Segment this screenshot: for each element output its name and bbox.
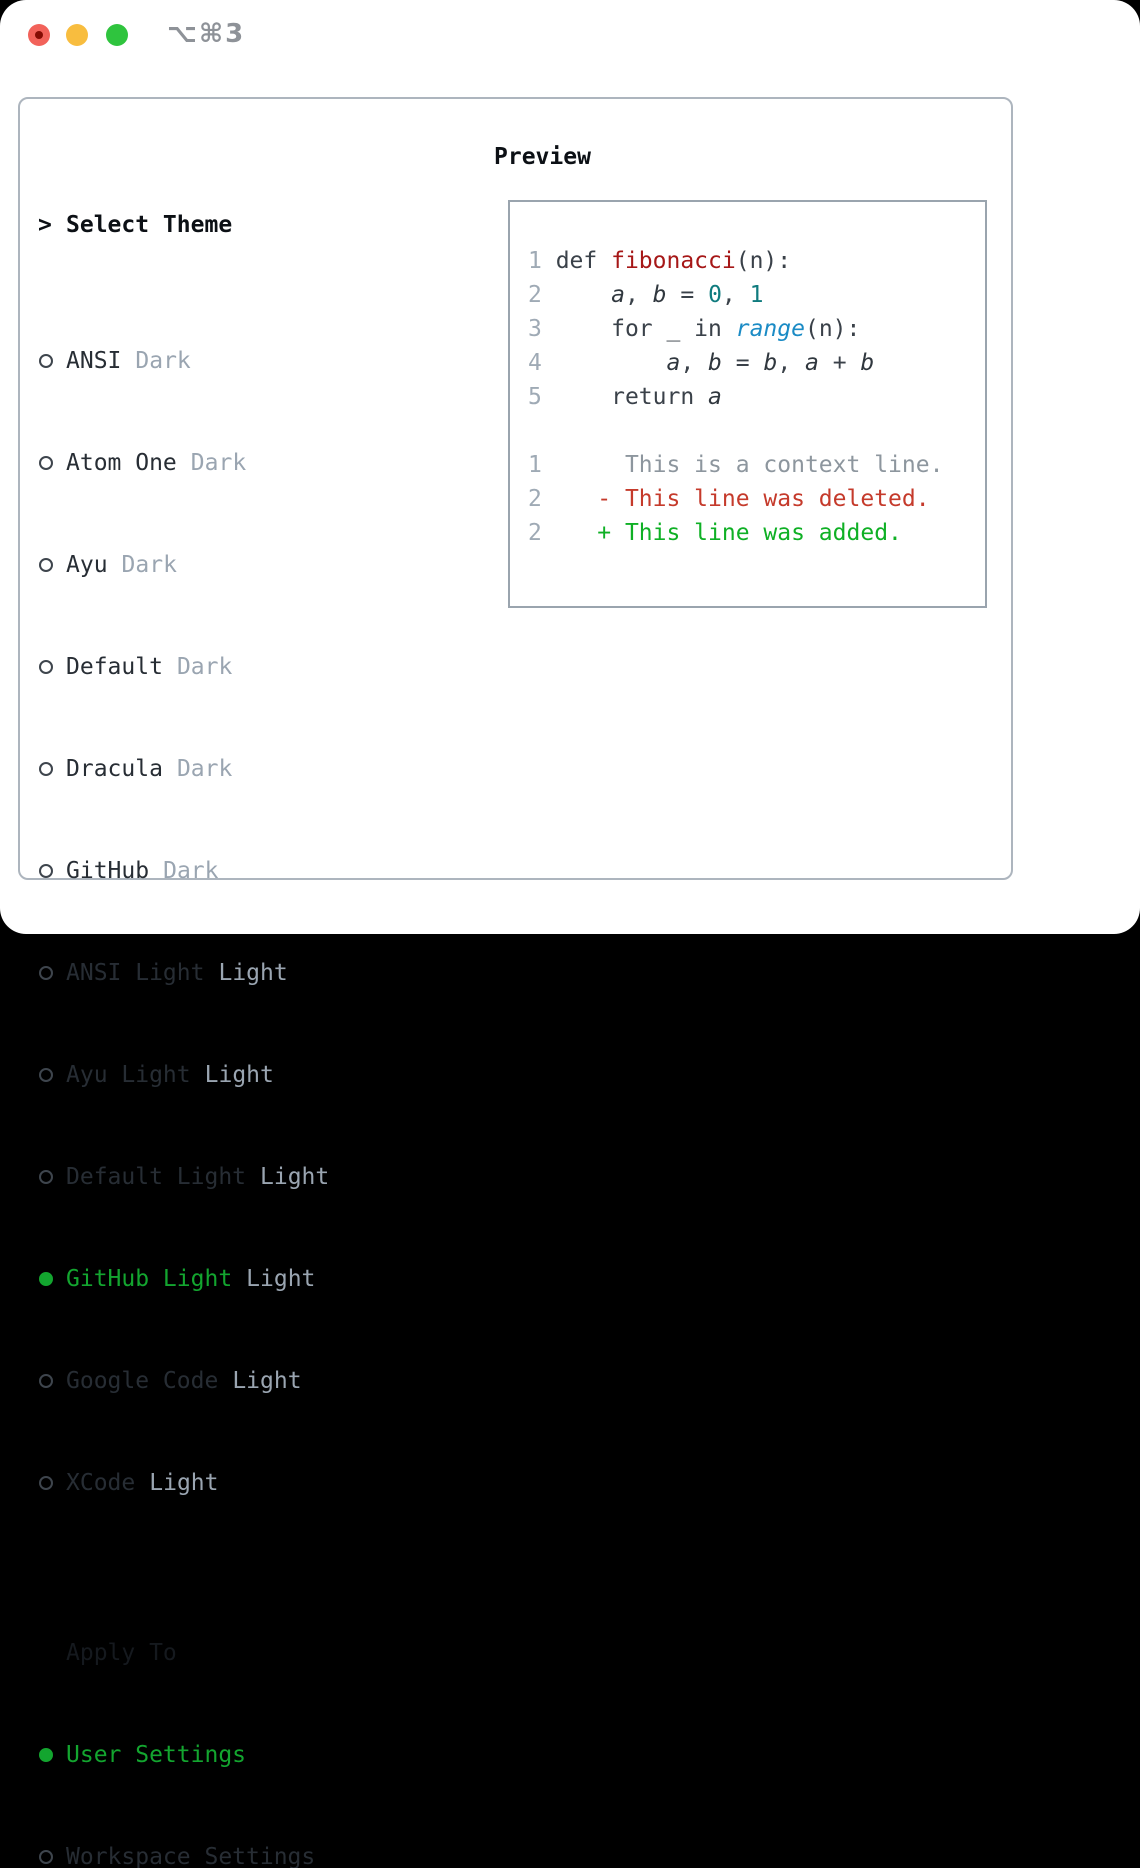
cursor-icon: > <box>38 212 52 238</box>
code-line: 1 This is a context line. <box>528 452 944 478</box>
theme-variant: Dark <box>190 450 247 476</box>
theme-variant: Light <box>260 1164 330 1190</box>
list-title: Select Theme <box>66 212 233 238</box>
radio-icon <box>39 1850 53 1864</box>
radio-icon <box>39 354 53 368</box>
code-line: 5 return a <box>528 384 722 410</box>
radio-icon <box>39 558 53 572</box>
theme-option-default-dark[interactable]: Default Dark <box>38 650 426 684</box>
radio-icon <box>39 864 53 878</box>
code-line: 1 def fibonacci(n): <box>528 248 792 274</box>
preview-title: Preview <box>494 144 591 170</box>
radio-icon <box>39 966 53 980</box>
minimize-button-icon[interactable] <box>66 24 88 46</box>
radio-icon <box>39 660 53 674</box>
theme-option-github-dark[interactable]: GitHub Dark <box>38 854 426 888</box>
radio-icon <box>39 1374 53 1388</box>
theme-option-ansi-light[interactable]: ANSI Light Light <box>38 956 426 990</box>
apply-option-workspace-settings[interactable]: Workspace Settings <box>38 1840 426 1868</box>
apply-option-user-settings[interactable]: User Settings <box>38 1738 426 1772</box>
apply-to-title: Apply To <box>66 1640 177 1666</box>
theme-variant: Dark <box>163 858 219 884</box>
window-shortcut-label: ⌥⌘3 <box>167 19 246 49</box>
code-line: 2 - This line was deleted. <box>528 486 930 512</box>
theme-option-ayu-light[interactable]: Ayu Light Light <box>38 1058 426 1092</box>
theme-option-dracula-dark[interactable]: Dracula Dark <box>38 752 426 786</box>
theme-option-github-light[interactable]: GitHub Light Light <box>38 1262 426 1296</box>
theme-variant: Light <box>246 1266 316 1292</box>
radio-icon <box>39 1068 53 1082</box>
theme-option-ayu-dark[interactable]: Ayu Dark <box>38 548 426 582</box>
theme-variant: Light <box>149 1470 219 1496</box>
close-button-icon[interactable] <box>28 24 50 46</box>
theme-variant: Dark <box>176 654 233 680</box>
radio-icon <box>39 1476 53 1490</box>
apply-to-header: Apply To <box>38 1636 426 1670</box>
radio-selected-icon <box>39 1272 53 1286</box>
theme-option-atom-one-dark[interactable]: Atom One Dark <box>38 446 426 480</box>
theme-variant: Dark <box>121 552 177 578</box>
preview-box <box>508 200 987 608</box>
code-preview: 1 def fibonacci(n): 2 a, b = 0, 1 3 for _ … <box>528 244 943 550</box>
theme-variant: Dark <box>176 756 233 782</box>
radio-selected-icon <box>39 1748 53 1762</box>
radio-icon <box>39 456 53 470</box>
theme-variant: Dark <box>135 348 191 374</box>
select-theme-header: > Select Theme <box>38 208 426 242</box>
theme-option-xcode[interactable]: XCode Light <box>38 1466 426 1500</box>
code-line <box>528 414 943 448</box>
code-line: 3 for _ in range(n): <box>528 316 861 342</box>
theme-option-default-light[interactable]: Default Light Light <box>38 1160 426 1194</box>
theme-variant: Light <box>232 1368 302 1394</box>
theme-option-ansi-dark[interactable]: ANSI Dark <box>38 344 426 378</box>
radio-icon <box>39 1170 53 1184</box>
code-line: 2 + This line was added. <box>528 520 902 546</box>
theme-variant: Light <box>218 960 288 986</box>
theme-list: > Select Theme ANSI Dark Atom One Dark A… <box>38 140 426 1868</box>
zoom-button-icon[interactable] <box>106 24 128 46</box>
theme-variant: Light <box>204 1062 274 1088</box>
code-line: 4 a, b = b, a + b <box>528 350 875 376</box>
code-line: 2 a, b = 0, 1 <box>528 282 764 308</box>
theme-option-google-code[interactable]: Google Code Light <box>38 1364 426 1398</box>
radio-icon <box>39 762 53 776</box>
